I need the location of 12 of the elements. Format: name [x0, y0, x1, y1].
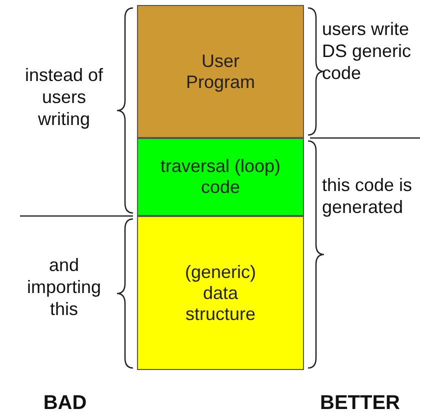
annotation-text: instead of users writing [24, 64, 104, 130]
stack-layer-box [137, 138, 304, 216]
annotation-text: this code is generated [322, 174, 414, 218]
column-heading: BETTER [319, 392, 401, 414]
column-heading: BAD [42, 392, 88, 414]
layer-label: traversal (loop) code [159, 156, 282, 198]
layer-label: (generic) data structure [184, 262, 258, 324]
annotation-text: and importing this [26, 254, 102, 320]
stack-layer-box [137, 216, 304, 370]
layer-label: User Program [184, 50, 256, 92]
stack-layer-box [137, 5, 304, 138]
annotation-text: users write DS generic code [322, 18, 412, 84]
